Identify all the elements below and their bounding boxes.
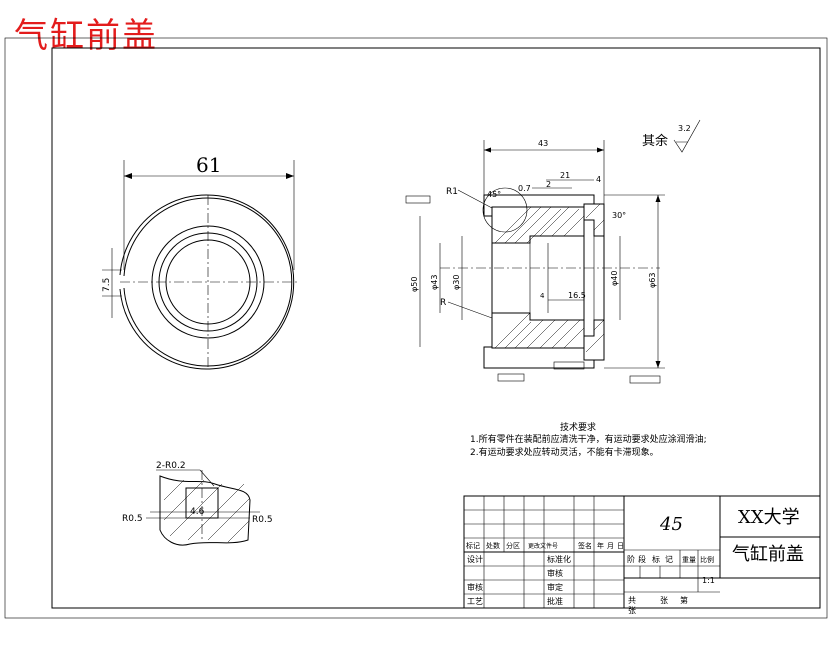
tb-col-7: 月 bbox=[607, 542, 614, 550]
detail-radius-left: R0.5 bbox=[122, 514, 143, 524]
tb-row-review: 审核 bbox=[467, 582, 483, 592]
tb-col-3: 分区 bbox=[506, 541, 520, 550]
tb-stage-3: 标 bbox=[652, 554, 660, 564]
dim-phi-40: φ40 bbox=[610, 271, 619, 286]
tb-stage-2: 段 bbox=[638, 554, 646, 564]
tb-mid-2: 审核 bbox=[547, 568, 563, 578]
detail-callout: 2-R0.2 bbox=[156, 461, 186, 471]
tb-col-1: 标记 bbox=[466, 541, 480, 550]
tb-mid-3: 审定 bbox=[547, 582, 563, 592]
detail-view: 2-R0.2 4.6 R0.5 R0.5 bbox=[122, 461, 273, 546]
dim-phi-30: φ30 bbox=[452, 275, 461, 290]
outer-border bbox=[4, 37, 828, 619]
dim-4-tol: 4 bbox=[540, 292, 545, 300]
tb-scale-value: 1:1 bbox=[702, 576, 715, 585]
dim-16-5: 16.5 bbox=[568, 291, 586, 300]
angle-45: 45° bbox=[487, 190, 501, 199]
tb-sheet-3: 第 bbox=[680, 595, 688, 605]
dim-0-7: 0.7 bbox=[518, 184, 531, 193]
tb-scale-label: 比例 bbox=[700, 555, 714, 564]
finish-rest-label: 其余 bbox=[642, 133, 668, 149]
dim-2: 2 bbox=[546, 180, 551, 189]
tech-requirements: 技术要求 1.所有零件在装配前应清洗干净，有运动要求处应涂润滑油; 2.有运动要… bbox=[470, 421, 707, 458]
tb-mid-4: 批准 bbox=[547, 596, 563, 606]
tb-col-4: 更改文件号 bbox=[528, 542, 558, 550]
dim-61: 61 bbox=[196, 153, 221, 177]
tb-part-name: 气缸前盖 bbox=[732, 543, 804, 565]
dim-21: 21 bbox=[560, 171, 570, 180]
tb-material: 45 bbox=[659, 514, 683, 535]
tech-item-1: 1.所有零件在装配前应清洗干净，有运动要求处应涂润滑油; bbox=[470, 433, 707, 445]
tb-stage-1: 阶 bbox=[627, 554, 635, 564]
tb-col-2: 处数 bbox=[486, 541, 500, 550]
tb-university: XX大学 bbox=[738, 507, 800, 528]
tech-heading: 技术要求 bbox=[560, 421, 596, 433]
tb-sheet-4: 张 bbox=[628, 606, 636, 615]
tb-col-8: 日 bbox=[617, 542, 624, 550]
left-view: 61 7.5 bbox=[102, 153, 300, 370]
tb-col-6: 年 bbox=[597, 541, 604, 550]
tb-sheet-1: 共 bbox=[628, 596, 636, 605]
inner-border bbox=[51, 47, 821, 609]
drawing-title: 气缸前盖 bbox=[14, 16, 158, 56]
title-block: 标记 处数 分区 更改文件号 签名 年 月 日 设计 审核 工艺 标准化 审核 … bbox=[463, 495, 821, 615]
radius-r: R bbox=[440, 298, 446, 308]
tb-weight: 重量 bbox=[682, 556, 696, 564]
angle-30: 30° bbox=[612, 211, 626, 220]
tb-mid-1: 标准化 bbox=[547, 554, 571, 564]
finish-rest-value: 3.2 bbox=[678, 124, 691, 133]
radius-r1: R1 bbox=[446, 187, 458, 197]
tech-item-2: 2.有运动要求处应转动灵活，不能有卡滞现象。 bbox=[470, 446, 659, 458]
section-view: 43 21 2 4 0.7 45° 30° R1 R 16.5 4 φ63 bbox=[405, 119, 701, 384]
dim-phi-50: φ50 bbox=[410, 277, 419, 292]
dim-7-5: 7.5 bbox=[102, 278, 112, 292]
dim-43: 43 bbox=[538, 139, 548, 148]
dim-phi-63: φ63 bbox=[648, 273, 657, 288]
tb-row-process: 工艺 bbox=[467, 597, 483, 606]
dim-4: 4 bbox=[596, 175, 601, 184]
detail-dim-4-6: 4.6 bbox=[190, 507, 205, 517]
dim-phi-43: φ43 bbox=[430, 275, 439, 290]
tb-row-design: 设计 bbox=[467, 554, 483, 564]
detail-radius-right: R0.5 bbox=[252, 515, 273, 525]
tb-col-5: 签名 bbox=[578, 541, 592, 550]
tb-sheet-2: 张 bbox=[660, 596, 668, 605]
tb-stage-4: 记 bbox=[665, 555, 673, 564]
